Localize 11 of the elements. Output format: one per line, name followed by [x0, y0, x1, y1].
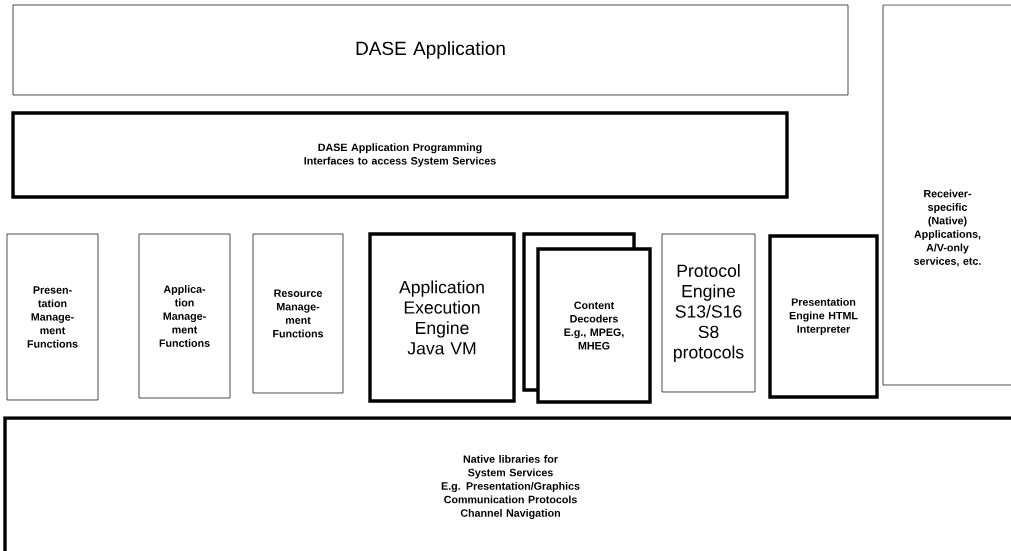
- engine-box: Protocol Engine S13/S16 S8 protocols: [661, 233, 756, 393]
- api-layer-box: DASE Application Programming Interfaces to access System Services: [11, 111, 789, 199]
- function-box: Resource Manage- ment Functions: [252, 233, 344, 394]
- layer-box: DASE Application: [12, 4, 849, 96]
- engine-box: Presentation Engine HTML Interpreter: [768, 234, 879, 399]
- side-box: Receiver- specific (Native) Applications, A/V-only services, etc.: [882, 4, 1011, 386]
- function-box: Presen- tation Manage- ment Functions: [6, 233, 99, 401]
- function-box: Applica- tion Manage- ment Functions: [138, 233, 231, 399]
- engine-box: Application Execution Engine Java VM: [368, 232, 516, 403]
- decoder-box: Content Decoders E.g., MPEG, MHEG: [536, 247, 652, 404]
- library-box: Native libraries for System Services E.g. Presentation/Graphics Communication Protocols Channel Navigation: [3, 416, 1011, 551]
